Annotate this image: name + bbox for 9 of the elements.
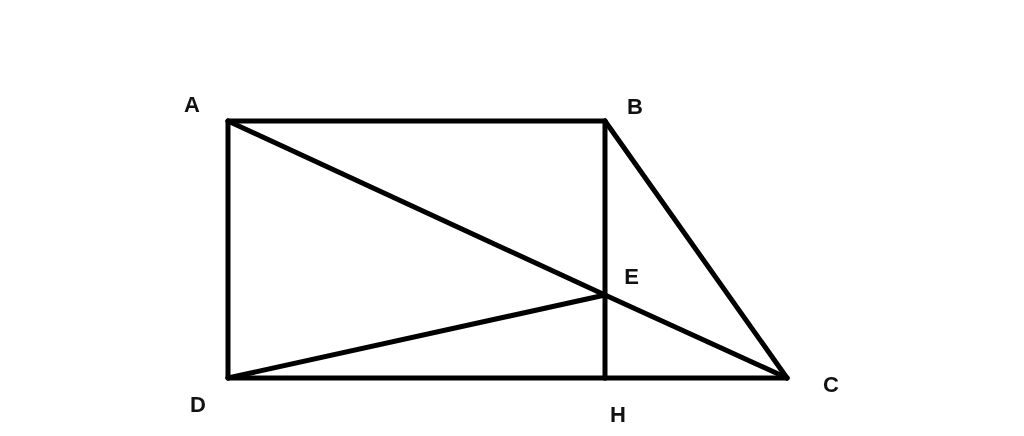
vertex-label: H	[610, 404, 626, 426]
vertex-label: D	[190, 394, 206, 416]
vertex-label: B	[627, 96, 643, 118]
vertex-label: C	[823, 374, 839, 396]
vertex-label: A	[184, 94, 200, 116]
line-segment	[602, 292, 790, 381]
vertex-label: E	[624, 266, 639, 288]
line-segment	[602, 118, 790, 381]
line-segment	[225, 375, 608, 381]
